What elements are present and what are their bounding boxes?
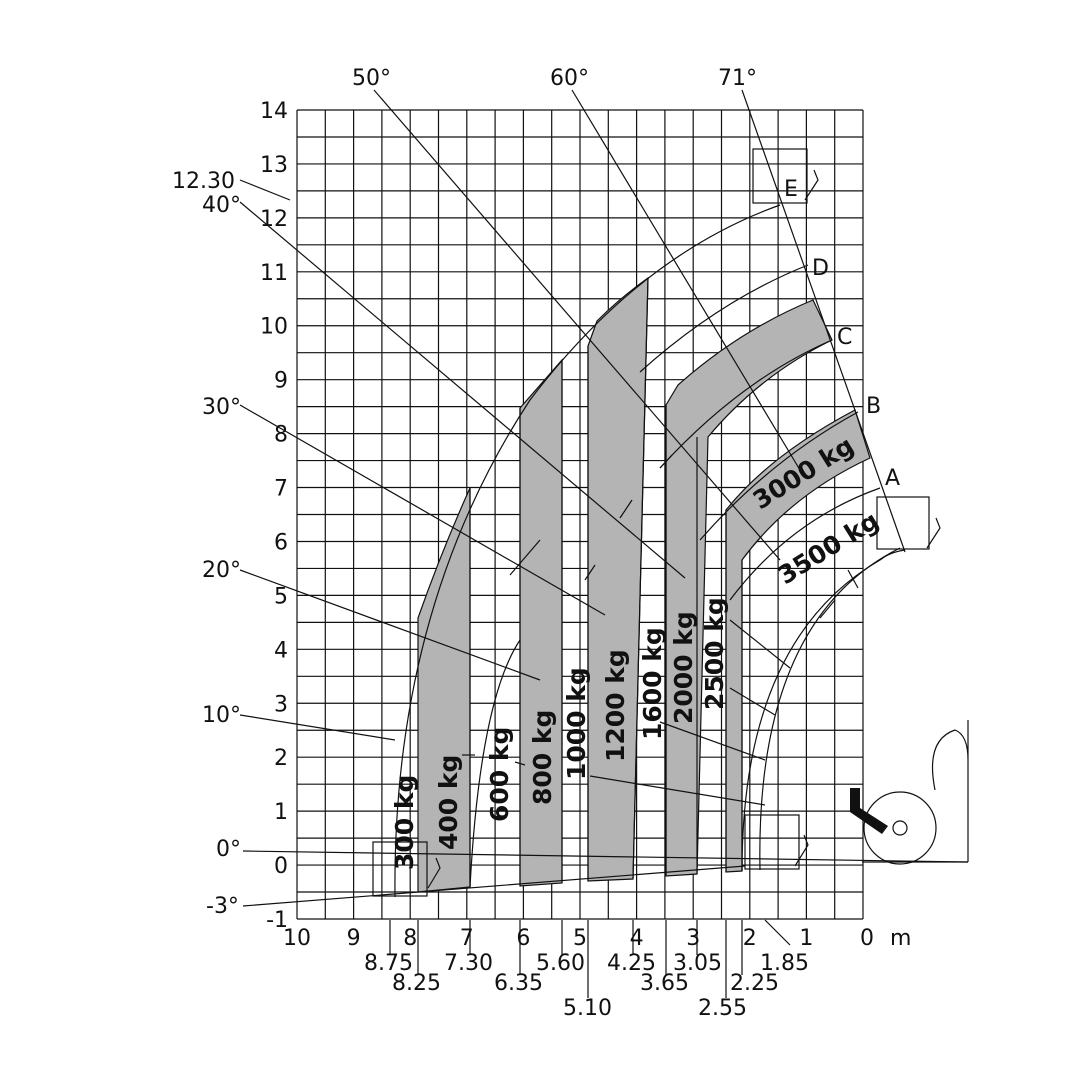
x-axis-unit: m xyxy=(890,926,911,951)
platform-boxes xyxy=(372,148,941,897)
load-bands xyxy=(417,276,871,893)
reach-8-75: 8.75 xyxy=(364,951,413,976)
y-tick-label: 12 xyxy=(260,207,288,232)
reach-4-25: 4.25 xyxy=(607,951,656,976)
point-c: C xyxy=(837,325,852,350)
band-1200kg xyxy=(587,276,649,882)
point-b: B xyxy=(866,394,881,419)
x-tick-label: 4 xyxy=(630,926,644,951)
x-tick-label: 7 xyxy=(460,926,474,951)
ray-30 xyxy=(239,404,606,616)
reach-5-60: 5.60 xyxy=(536,951,585,976)
angle-rays xyxy=(239,89,969,907)
x-tick-label: 3 xyxy=(686,926,700,951)
angle-10: 10° xyxy=(202,703,241,728)
y-tick-label: 9 xyxy=(274,369,288,394)
point-e: E xyxy=(784,177,798,202)
x-tick-label: 1 xyxy=(799,926,813,951)
ray-10 xyxy=(239,714,396,741)
reach-3-05: 3.05 xyxy=(673,951,722,976)
angle-50: 50° xyxy=(352,66,391,91)
y-tick-label: 6 xyxy=(274,530,288,555)
boom-arc-2 xyxy=(759,547,901,871)
load-1600: 1600 kg xyxy=(638,627,667,740)
extension-point-labels: A B C D E xyxy=(784,177,900,491)
reach-labels: 8.75 8.25 7.30 6.35 5.60 5.10 4.25 3.65 … xyxy=(364,919,809,1021)
max-height-leader xyxy=(239,179,291,201)
x-tick-label: 2 xyxy=(743,926,757,951)
reach-6-35: 6.35 xyxy=(494,971,543,996)
ray-20 xyxy=(239,569,541,681)
load-300: 300 kg xyxy=(390,775,419,870)
extension-arcs xyxy=(639,264,881,601)
y-tick-label: 0 xyxy=(274,854,288,879)
ray-60 xyxy=(571,89,801,471)
angle-minus3: -3° xyxy=(206,894,239,919)
x-tick-label: 8 xyxy=(403,926,417,951)
y-tick-label: 2 xyxy=(274,746,288,771)
point-d: D xyxy=(812,256,829,281)
band-800kg xyxy=(519,358,563,887)
angle-71: 71° xyxy=(718,66,757,91)
x-tick-label: 6 xyxy=(516,926,530,951)
angle-0: 0° xyxy=(216,837,241,862)
angle-20: 20° xyxy=(202,558,241,583)
x-tick-label: 9 xyxy=(347,926,361,951)
load-2000: 2000 kg xyxy=(669,611,698,724)
y-tick-label: 4 xyxy=(274,638,288,663)
y-tick-label: 3 xyxy=(274,692,288,717)
ray-50 xyxy=(373,89,781,561)
load-1000: 1000 kg xyxy=(562,667,591,780)
reach-5-10: 5.10 xyxy=(563,996,612,1021)
reach-1-85: 1.85 xyxy=(760,951,809,976)
load-1200: 1200 kg xyxy=(601,649,630,762)
load-3500: 3500 kg xyxy=(773,506,884,590)
ray-40 xyxy=(239,201,686,579)
reach-2-25: 2.25 xyxy=(730,971,779,996)
machine-front xyxy=(850,720,969,865)
x-tick-label: 5 xyxy=(573,926,587,951)
boom-arc-3 xyxy=(469,639,521,888)
y-tick-label: 10 xyxy=(260,315,288,340)
ray-minus3 xyxy=(242,865,746,907)
y-tick-label: 11 xyxy=(260,261,288,286)
load-2500: 2500 kg xyxy=(700,597,729,710)
angle-60: 60° xyxy=(550,66,589,91)
reach-8-25: 8.25 xyxy=(392,971,441,996)
reach-2-55: 2.55 xyxy=(698,996,747,1021)
x-tick-label: 0 xyxy=(860,926,874,951)
leader-ticks xyxy=(462,454,859,806)
load-400: 400 kg xyxy=(434,755,463,850)
ray-0 xyxy=(242,850,969,863)
point-a: A xyxy=(885,466,900,491)
reach-3-65: 3.65 xyxy=(640,971,689,996)
ray-71 xyxy=(741,89,906,553)
x-tick-label: 10 xyxy=(283,926,311,951)
y-tick-label: 13 xyxy=(260,153,288,178)
inner-envelope xyxy=(741,549,906,872)
y-tick-label: 5 xyxy=(274,584,288,609)
reach-7-30: 7.30 xyxy=(444,951,493,976)
load-800: 800 kg xyxy=(528,710,557,805)
angle-30: 30° xyxy=(202,395,241,420)
load-600: 600 kg xyxy=(485,727,514,822)
y-tick-label: -1 xyxy=(266,908,288,933)
max-height-label: 12.30 xyxy=(172,169,235,194)
y-tick-label: 1 xyxy=(274,800,288,825)
y-tick-label: 7 xyxy=(274,477,288,502)
angle-labels: 71° 60° 50° 40° 30° 20° 10° 0° -3° xyxy=(202,66,757,919)
band-dividers xyxy=(469,277,743,887)
band-2000kg xyxy=(665,299,833,877)
band-3000kg xyxy=(725,409,871,873)
y-tick-label: 8 xyxy=(274,423,288,448)
outer-envelope xyxy=(394,204,781,898)
angle-40: 40° xyxy=(202,193,241,218)
y-tick-label: 14 xyxy=(260,99,288,124)
